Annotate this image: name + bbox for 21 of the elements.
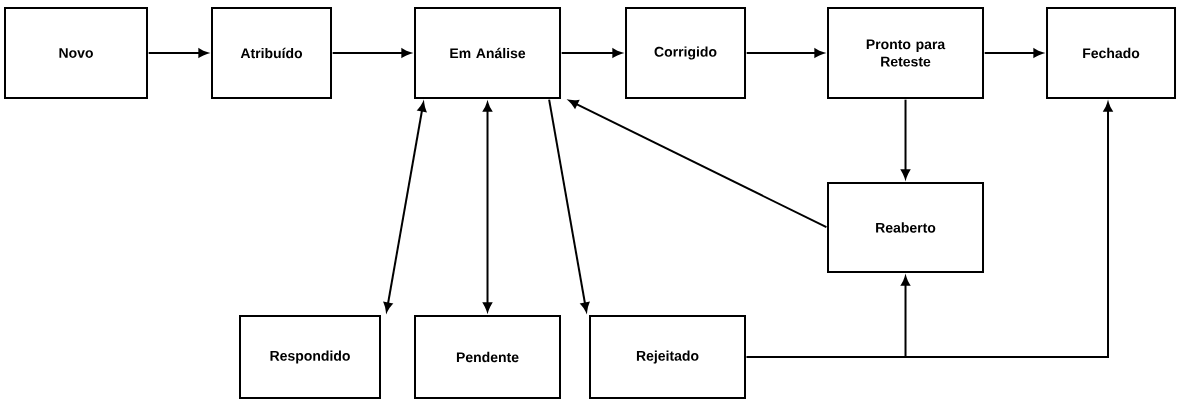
state-box: Fechado (1046, 7, 1176, 99)
arrow (483, 102, 492, 312)
arrow (568, 99, 828, 229)
state-box: Pronto para Reteste (827, 7, 984, 99)
state-box: Novo (4, 7, 148, 99)
state-box: Em Análise (414, 7, 561, 99)
state-box: Corrigido (625, 7, 746, 99)
arrow (983, 48, 1043, 58)
state-box: Rejeitado (589, 315, 746, 399)
arrow (745, 102, 1113, 358)
arrow (548, 98, 590, 312)
arrow (331, 48, 411, 58)
state-box: Atribuído (211, 7, 332, 99)
arrow (383, 102, 427, 312)
state-box: Pendente (414, 315, 561, 399)
arrow (745, 48, 824, 58)
arrow (901, 98, 910, 179)
state-box: Respondido (239, 315, 381, 399)
arrow (560, 48, 622, 58)
arrow (147, 48, 208, 58)
state-box: Reaberto (827, 182, 984, 273)
